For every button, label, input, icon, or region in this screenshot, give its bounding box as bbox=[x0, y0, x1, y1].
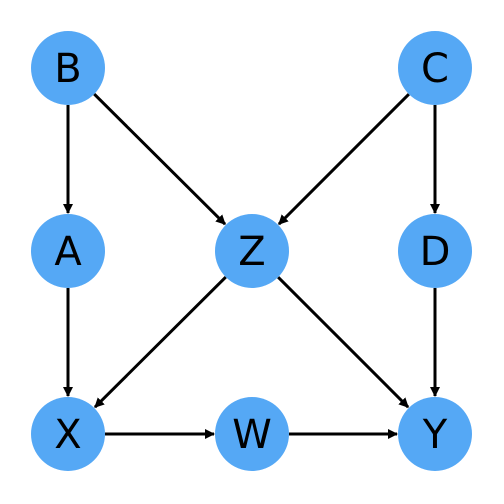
node-w: W bbox=[215, 397, 289, 471]
node-label-b: B bbox=[54, 46, 81, 92]
node-a: A bbox=[31, 214, 105, 288]
node-circle-w bbox=[215, 397, 289, 471]
node-d: D bbox=[398, 214, 472, 288]
node-circle-c bbox=[398, 31, 472, 105]
node-b: B bbox=[31, 31, 105, 105]
node-circle-a bbox=[31, 214, 105, 288]
node-label-a: A bbox=[54, 229, 82, 275]
node-x: X bbox=[31, 397, 105, 471]
edge-c-to-z bbox=[277, 93, 410, 226]
node-label-c: C bbox=[421, 46, 449, 92]
node-c: C bbox=[398, 31, 472, 105]
node-circle-x bbox=[31, 397, 105, 471]
node-circle-d bbox=[398, 214, 472, 288]
node-circle-b bbox=[31, 31, 105, 105]
edge-b-to-z bbox=[93, 93, 227, 226]
node-label-y: Y bbox=[422, 412, 448, 458]
edges-layer bbox=[63, 93, 440, 439]
node-label-x: X bbox=[54, 412, 81, 458]
edge-z-to-y bbox=[277, 276, 410, 409]
edge-z-to-x bbox=[93, 276, 227, 409]
node-circle-z bbox=[215, 214, 289, 288]
node-label-z: Z bbox=[238, 229, 265, 275]
nodes-layer: B C A Z D X W Y bbox=[31, 31, 472, 471]
node-label-w: W bbox=[232, 412, 272, 458]
node-circle-y bbox=[398, 397, 472, 471]
node-y: Y bbox=[398, 397, 472, 471]
node-label-d: D bbox=[420, 229, 451, 275]
node-z: Z bbox=[215, 214, 289, 288]
